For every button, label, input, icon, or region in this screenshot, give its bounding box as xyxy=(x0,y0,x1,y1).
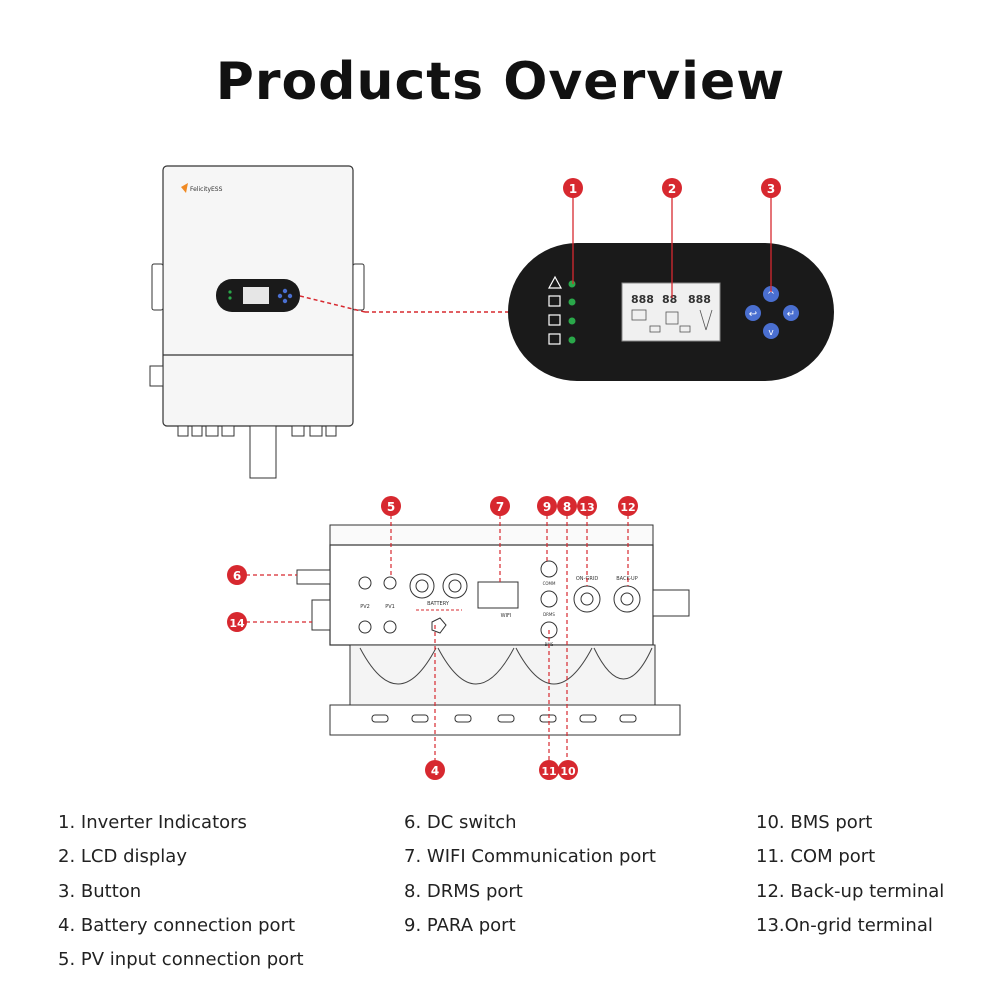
led-indicator xyxy=(568,280,576,288)
svg-text:PV1: PV1 xyxy=(385,604,395,610)
callout-7: 7 xyxy=(490,496,510,516)
legend-item: 12. Back-up terminal xyxy=(756,880,945,902)
legend-item: 4. Battery connection port xyxy=(58,914,296,936)
callout-12: 12 xyxy=(618,496,638,516)
led-indicator xyxy=(568,336,576,344)
svg-text:FelicityESS: FelicityESS xyxy=(190,186,223,193)
svg-text:888: 888 xyxy=(631,293,654,306)
svg-text:14: 14 xyxy=(229,617,245,630)
svg-text:v: v xyxy=(768,328,774,338)
callout-4: 4 xyxy=(425,760,445,780)
callout-markers: 1 2 3 4 5 6 7 8 9 10 11 12 13 14 xyxy=(227,178,781,780)
enter-button xyxy=(783,305,799,321)
svg-text:3: 3 xyxy=(767,182,775,196)
legend-item: 7. WIFI Communication port xyxy=(404,846,656,868)
fault-icon xyxy=(548,333,561,345)
inverter-bottom-view: PV2 PV1 BATTERY WIFI COMM DRMS BMS xyxy=(296,524,690,736)
legend-column-3: 10. BMS port 11. COM port 12. Back-up te… xyxy=(756,812,944,949)
svg-text:2: 2 xyxy=(668,182,676,196)
legend-item: 9. PARA port xyxy=(404,914,516,936)
callout-1: 1 xyxy=(563,178,583,198)
callout-3: 3 xyxy=(761,178,781,198)
battery-icon xyxy=(548,314,561,326)
legend-column-2: 6. DC switch 7. WIFI Communication port … xyxy=(404,812,656,949)
svg-text:9: 9 xyxy=(543,500,551,514)
svg-text:11: 11 xyxy=(541,765,556,778)
buttons: ^ ↩ ↵ v xyxy=(745,286,799,339)
svg-text:↵: ↵ xyxy=(787,309,795,320)
callout-14: 14 xyxy=(227,612,247,632)
callout-5: 5 xyxy=(381,496,401,516)
inverter-indicators xyxy=(547,275,576,345)
back-button xyxy=(745,305,761,321)
legend-item: 2. LCD display xyxy=(58,846,187,868)
inverter-front-view: FelicityESS xyxy=(149,165,365,479)
up-button xyxy=(763,286,779,302)
svg-text:DRMS: DRMS xyxy=(543,612,555,617)
svg-text:PV2: PV2 xyxy=(360,604,370,610)
control-panel: 888 88 888 ^ ↩ ↵ v xyxy=(508,243,834,381)
svg-text:88: 88 xyxy=(662,293,677,306)
callout-8: 8 xyxy=(557,496,577,516)
warning-icon xyxy=(547,275,563,289)
legend-item: 5. PV input connection port xyxy=(58,949,304,971)
callout-6: 6 xyxy=(227,565,247,585)
legend-item: 10. BMS port xyxy=(756,812,873,833)
legend-item: 11. COM port xyxy=(756,846,876,868)
svg-text:4: 4 xyxy=(431,764,439,778)
led-indicator xyxy=(568,298,576,306)
callout-10: 10 xyxy=(558,760,578,780)
svg-text:13: 13 xyxy=(579,501,594,514)
svg-text:5: 5 xyxy=(387,500,395,514)
svg-text:8: 8 xyxy=(563,500,571,514)
legend-item: 1. Inverter Indicators xyxy=(58,812,247,833)
callout-2: 2 xyxy=(662,178,682,198)
legend-item: 6. DC switch xyxy=(404,812,517,833)
legend-item: 3. Button xyxy=(58,880,142,902)
callout-13: 13 xyxy=(577,496,597,516)
svg-text:BATTERY: BATTERY xyxy=(427,601,450,607)
svg-text:12: 12 xyxy=(620,501,635,514)
lcd-display: 888 88 888 xyxy=(621,282,721,342)
svg-text:1: 1 xyxy=(569,182,577,196)
svg-text:^: ^ xyxy=(767,290,775,301)
svg-text:WIFI: WIFI xyxy=(501,613,512,619)
led-indicator xyxy=(568,317,576,325)
legend-column-1: 1. Inverter Indicators 2. LCD display 3.… xyxy=(58,812,304,983)
page-title: Products Overview xyxy=(215,52,786,112)
svg-text:888: 888 xyxy=(688,293,711,306)
grid-icon xyxy=(548,295,561,307)
down-button xyxy=(763,323,779,339)
svg-text:BACK-UP: BACK-UP xyxy=(616,576,638,582)
svg-text:6: 6 xyxy=(233,569,241,583)
svg-text:7: 7 xyxy=(496,500,504,514)
svg-text:10: 10 xyxy=(560,765,576,778)
brand-logo: FelicityESS xyxy=(181,183,223,193)
callout-11: 11 xyxy=(539,760,559,780)
legend-item: 8. DRMS port xyxy=(404,880,523,902)
legend-item: 13.On-grid terminal xyxy=(756,914,933,936)
svg-text:COMM: COMM xyxy=(543,581,556,586)
callout-9: 9 xyxy=(537,496,557,516)
svg-text:↩: ↩ xyxy=(749,309,757,320)
